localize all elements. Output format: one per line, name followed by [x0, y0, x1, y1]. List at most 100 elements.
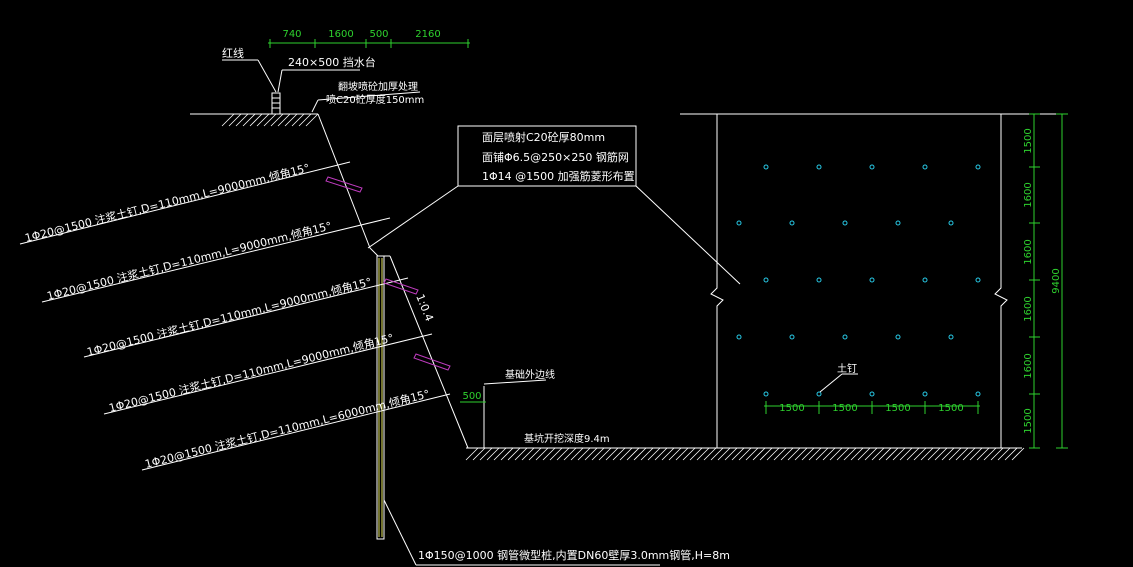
ground-hatch-stroke: [535, 447, 549, 461]
foundation-width: 500: [462, 391, 481, 402]
ground-hatch-stroke: [969, 447, 983, 461]
ground-hatch-stroke: [612, 447, 626, 461]
soil-nail-dot: [816, 391, 822, 397]
slope-top-label-1: 翻坡喷砼加厚处理: [338, 80, 418, 93]
soil-nail-dot: [975, 277, 981, 283]
ground-hatch-stroke: [549, 447, 563, 461]
foundation-line-label: 基础外边线: [505, 368, 555, 381]
ground-hatch-stroke: [780, 447, 794, 461]
ground-hatch-stroke: [822, 447, 836, 461]
top-dim-4: 2160: [415, 29, 440, 40]
ground-hatch-stroke: [920, 447, 934, 461]
ground-hatch-stroke: [878, 447, 892, 461]
top-ground: [190, 113, 319, 127]
soil-nail-dot: [922, 164, 928, 170]
ground-hatch-stroke: [703, 447, 717, 461]
soil-nail-leaders: [19, 161, 451, 471]
top-dimension-chain: 740 1600 500 2160: [268, 29, 470, 48]
ground-hatch-stroke: [668, 447, 682, 461]
h-dim-1: 1500: [779, 403, 804, 414]
ground-hatch-stroke: [801, 447, 815, 461]
ground-hatch-stroke: [605, 447, 619, 461]
ground-hatch-stroke: [305, 113, 319, 127]
h-dim-4: 1500: [938, 403, 963, 414]
ground-hatch-stroke: [647, 447, 661, 461]
soil-nail-tag: 土钉: [837, 362, 857, 375]
ground-hatch-stroke: [962, 447, 976, 461]
soil-nail-dot: [763, 277, 769, 283]
top-dim-1: 740: [282, 29, 301, 40]
ground-hatch-stroke: [843, 447, 857, 461]
ground-hatch-stroke: [521, 447, 535, 461]
ground-hatch-stroke: [948, 447, 962, 461]
soil-nail-dot: [975, 391, 981, 397]
ground-hatch-stroke: [598, 447, 612, 461]
ground-hatch-stroke: [1011, 447, 1025, 461]
facing-elevation: 土钉: [680, 113, 1060, 448]
ground-hatch-stroke: [885, 447, 899, 461]
soil-nail-dot: [948, 220, 954, 226]
soil-nail-dot: [736, 334, 742, 340]
foundation-outline: 基础外边线 500: [460, 368, 555, 448]
ground-hatch-stroke: [263, 113, 277, 127]
ground-hatch-stroke: [619, 447, 633, 461]
ground-hatch-stroke: [221, 113, 235, 127]
ground-hatch-stroke: [228, 113, 242, 127]
ground-hatch-stroke: [829, 447, 843, 461]
h-dim-3: 1500: [885, 403, 910, 414]
ground-hatch-stroke: [941, 447, 955, 461]
steel-micro-pile: [376, 255, 385, 540]
ground-hatch-stroke: [514, 447, 528, 461]
soil-nail-dot: [869, 277, 875, 283]
slope-top-label-2: 喷C20砼厚度150mm: [326, 93, 424, 106]
ground-hatch-stroke: [927, 447, 941, 461]
soil-nail-dot: [869, 391, 875, 397]
ground-hatch-stroke: [682, 447, 696, 461]
ground-hatch-stroke: [465, 447, 479, 461]
ground-hatch-stroke: [997, 447, 1011, 461]
ground-hatch-stroke: [759, 447, 773, 461]
soil-nail-dot: [789, 220, 795, 226]
nail-label-1: 1Φ20@1500 注浆土钉,D=110mm,L=9000mm,倾角15°: [23, 160, 311, 244]
ground-hatch-stroke: [955, 447, 969, 461]
facing-spec-line-3: 1Φ14 @1500 加强筋菱形布置: [482, 169, 635, 183]
ground-hatch-stroke: [794, 447, 808, 461]
ground-hatch-stroke: [724, 447, 738, 461]
ground-hatch-stroke: [591, 447, 605, 461]
ground-hatch-stroke: [256, 113, 270, 127]
soil-nail-marks: [325, 176, 451, 371]
ground-hatch-stroke: [899, 447, 913, 461]
ground-hatch-stroke: [857, 447, 871, 461]
ground-hatch-stroke: [291, 113, 305, 127]
soil-nail-dot: [922, 277, 928, 283]
ground-hatch-stroke: [815, 447, 829, 461]
ground-hatch-stroke: [528, 447, 542, 461]
ground-hatch-stroke: [479, 447, 493, 461]
ground-hatch-stroke: [983, 447, 997, 461]
ground-hatch-stroke: [500, 447, 514, 461]
water-bar: [271, 92, 281, 115]
ground-hatch-stroke: [773, 447, 787, 461]
micro-pile-label: 1Φ150@1000 钢管微型桩,内置DN60壁厚3.0mm钢管,H=8m: [418, 548, 730, 562]
top-dim-2: 1600: [328, 29, 353, 40]
ground-hatch-stroke: [836, 447, 850, 461]
ground-hatch-stroke: [486, 447, 500, 461]
ground-hatch-stroke: [731, 447, 745, 461]
ground-hatch-stroke: [738, 447, 752, 461]
ground-hatch-stroke: [626, 447, 640, 461]
water-bar-label: 240×500 挡水台: [288, 55, 376, 69]
ground-hatch-stroke: [298, 113, 312, 127]
ground-hatch-stroke: [689, 447, 703, 461]
ground-hatch-stroke: [284, 113, 298, 127]
ground-hatch-stroke: [661, 447, 675, 461]
v-dim-2: 1600: [1023, 182, 1034, 207]
ground-hatch-stroke: [472, 447, 486, 461]
ground-hatch-stroke: [787, 447, 801, 461]
top-dim-3: 500: [369, 29, 388, 40]
ground-hatch-stroke: [242, 113, 256, 127]
soil-nail-dot: [895, 220, 901, 226]
ground-hatch-stroke: [1004, 447, 1018, 461]
soil-nail-dot: [842, 334, 848, 340]
ground-hatch-stroke: [913, 447, 927, 461]
